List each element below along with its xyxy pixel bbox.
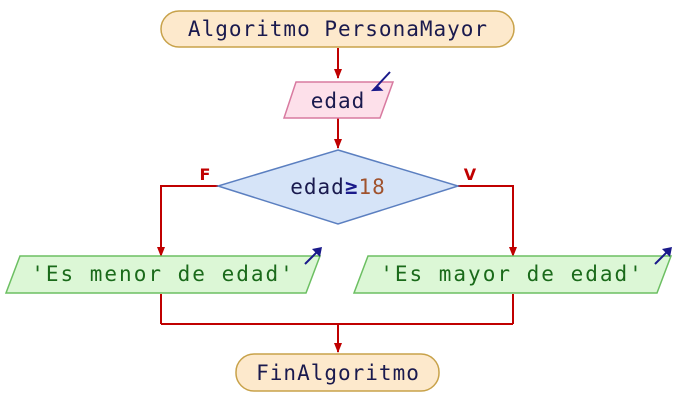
decision-variable: edad <box>290 175 345 199</box>
output-false-arrowhead-icon <box>312 247 322 257</box>
output-true-shape <box>352 255 673 294</box>
output-true-arrowhead-icon <box>662 247 672 257</box>
edge-decision-false <box>157 185 218 257</box>
output-false-node: 'Es menor de edad' <box>4 247 322 294</box>
decision-shape <box>215 149 461 225</box>
end-node: FinAlgoritmo <box>235 353 440 392</box>
decision-node: edad≥18 F V <box>200 149 477 225</box>
output-false-shape <box>4 255 322 294</box>
output-true-node: 'Es mayor de edad' <box>352 247 673 294</box>
decision-label: edad≥18 <box>290 175 386 199</box>
input-label: edad <box>311 89 366 113</box>
end-label: FinAlgoritmo <box>256 361 420 385</box>
output-false-label: 'Es menor de edad' <box>31 262 295 286</box>
edge-decision-true <box>458 185 517 257</box>
input-node: edad <box>282 71 395 119</box>
connectors <box>157 48 517 353</box>
input-arrow-icon <box>370 71 391 92</box>
end-terminal-shape <box>235 353 440 392</box>
start-node: Algoritmo PersonaMayor <box>160 10 515 48</box>
true-branch-label: V <box>464 165 477 184</box>
decision-value: 18 <box>358 175 385 199</box>
output-true-label: 'Es mayor de edad' <box>380 262 644 286</box>
false-branch-label: F <box>200 165 211 184</box>
input-shape <box>282 81 395 119</box>
start-label: Algoritmo PersonaMayor <box>188 17 488 41</box>
start-terminal-shape <box>160 10 515 48</box>
decision-operator: ≥ <box>345 175 359 199</box>
